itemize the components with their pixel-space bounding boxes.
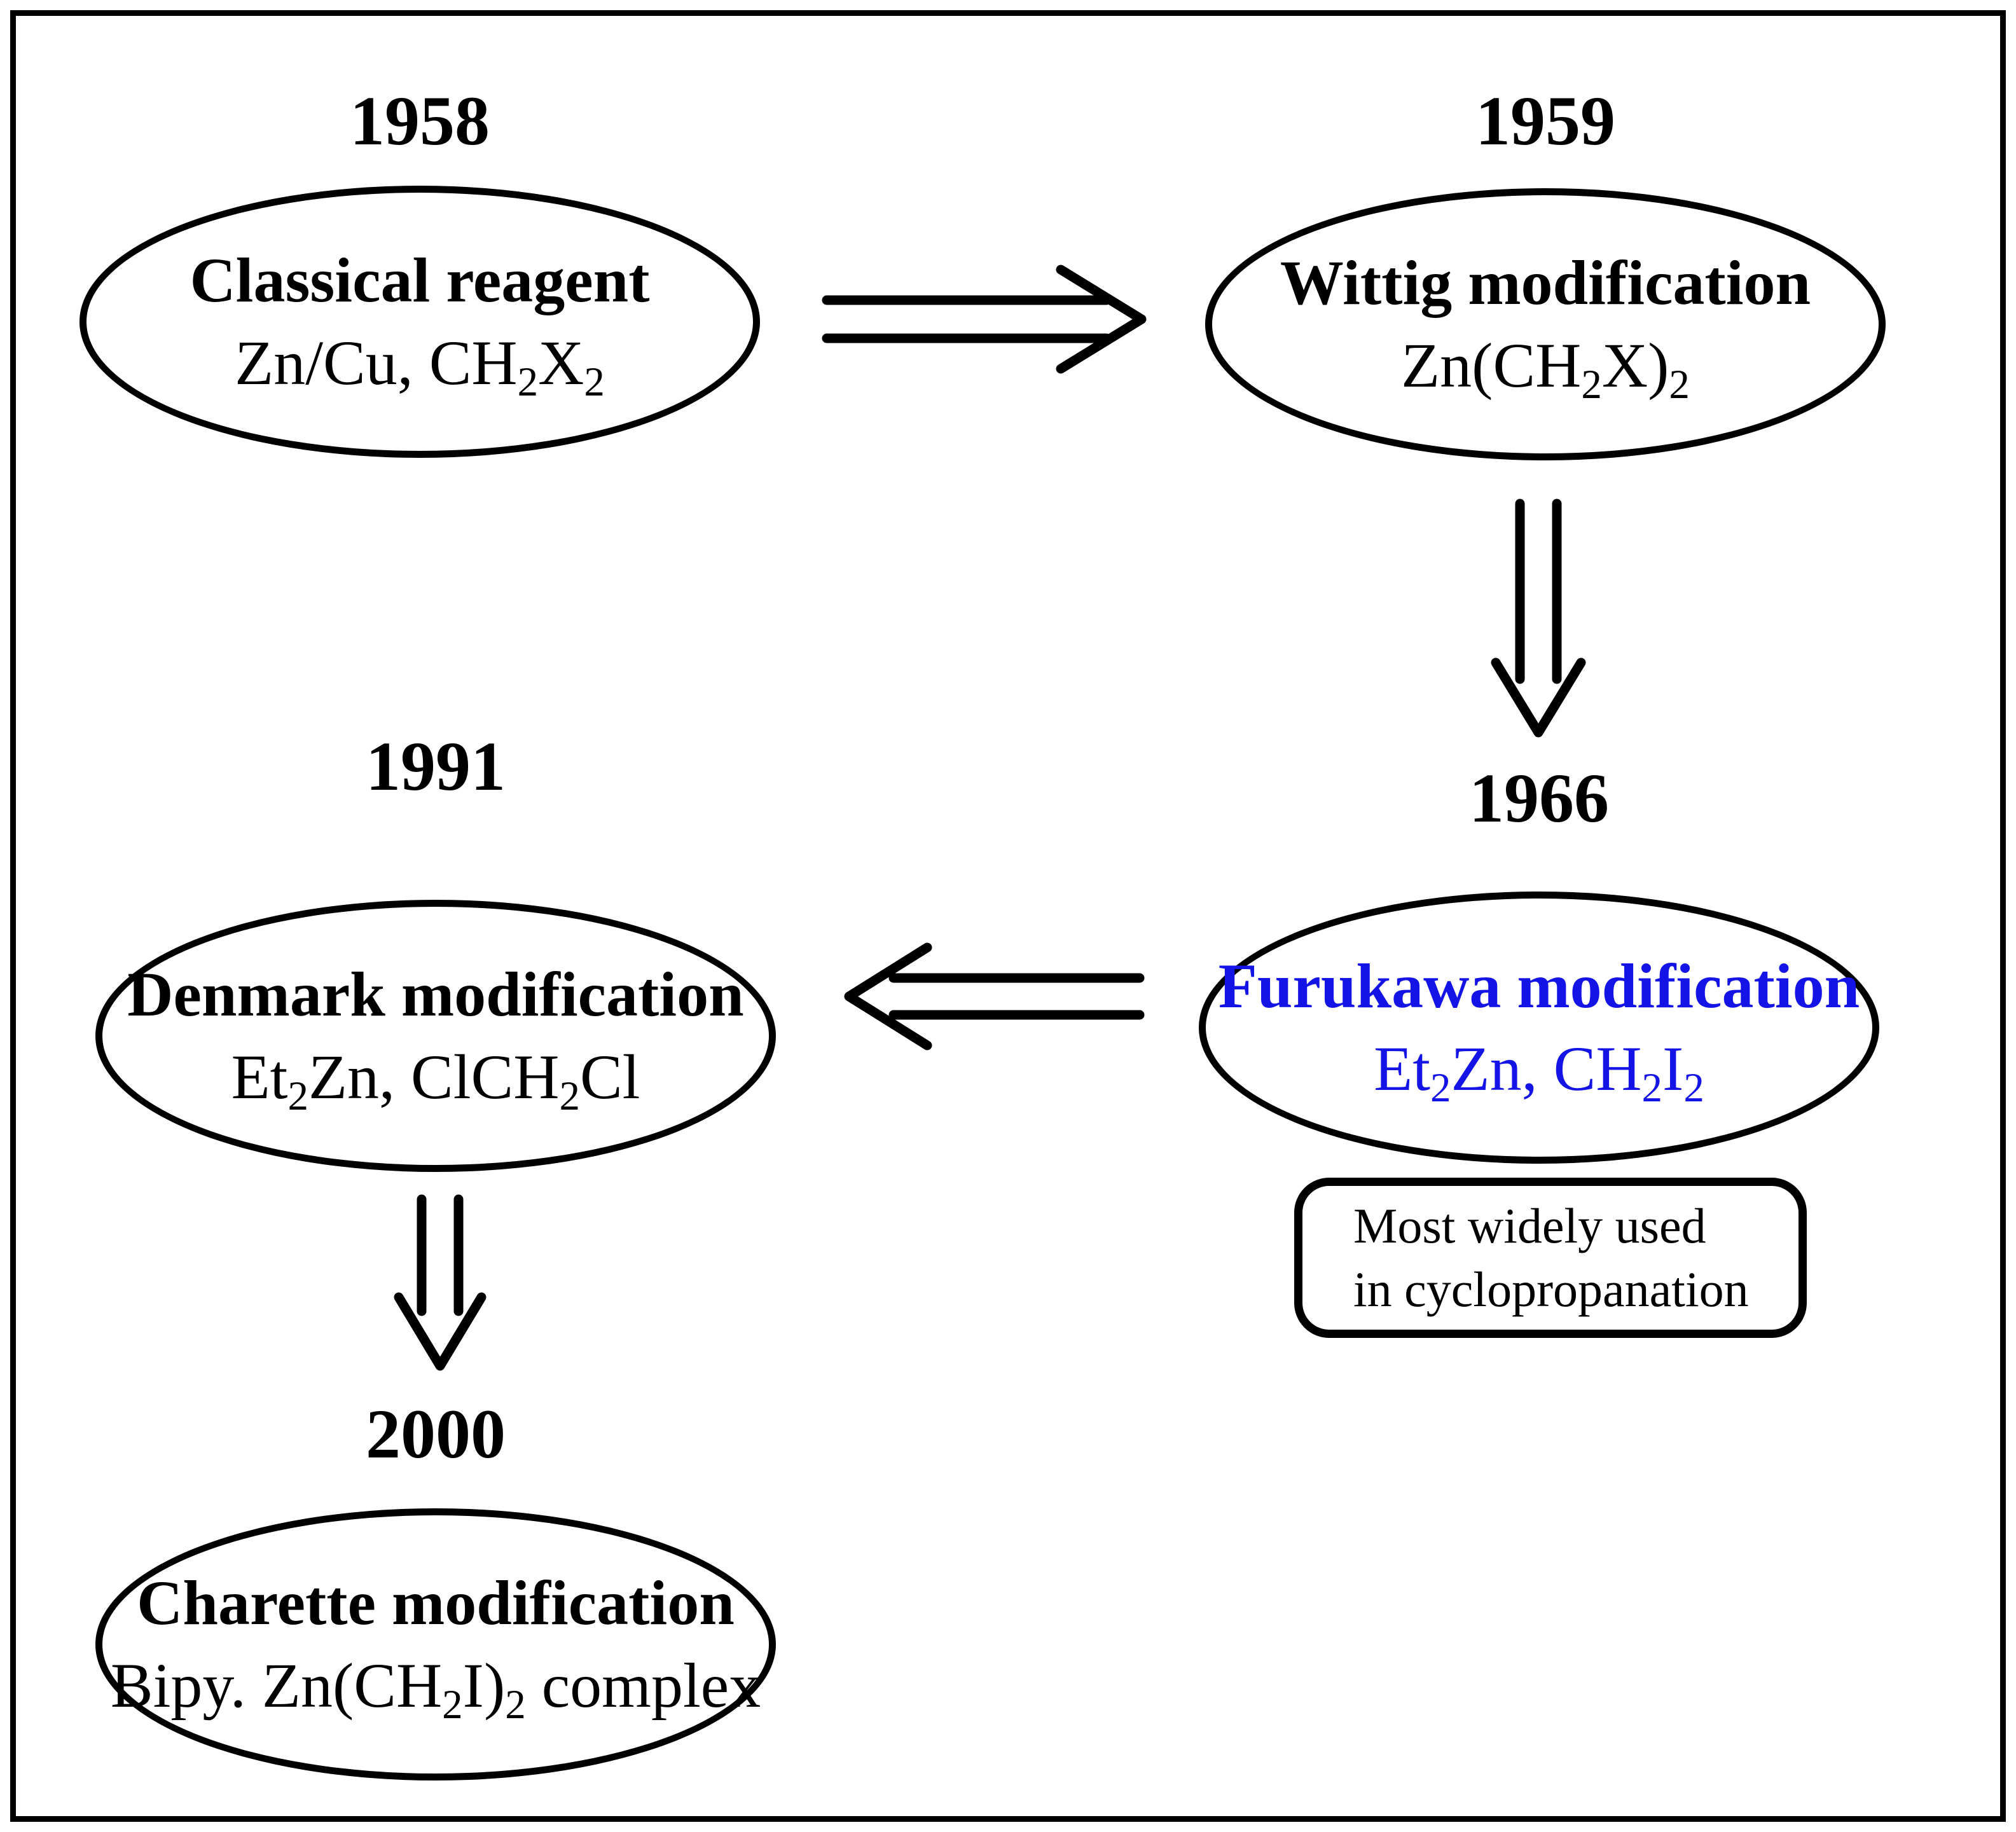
year-label-1966: 1966 [1469, 759, 1609, 837]
note-line-2: in cyclopropanation [1353, 1262, 1749, 1317]
year-label-1959: 1959 [1475, 82, 1615, 160]
node-title: Denmark modification [127, 959, 744, 1030]
year-label-2000: 2000 [366, 1395, 506, 1473]
node-formula: Zn(CH2X)2 [1401, 330, 1690, 408]
node-formula: Et2Zn, ClCH2Cl [231, 1042, 640, 1120]
node-title: Furukawa modification [1218, 951, 1860, 1021]
note-box: Most widely used in cyclopropanation [1294, 1178, 1807, 1338]
node-formula: Zn/Cu, CH2X2 [235, 327, 605, 406]
node-formula: Et2Zn, CH2I2 [1374, 1033, 1704, 1112]
outer-border [10, 10, 2006, 1822]
node-denmark-modification: Denmark modification Et2Zn, ClCH2Cl [95, 900, 776, 1172]
node-title: Charette modification [137, 1567, 735, 1638]
node-charette-modification: Charette modification Bipy. Zn(CH2I)2 co… [95, 1508, 776, 1780]
node-wittig-modification: Wittig modification Zn(CH2X)2 [1205, 188, 1886, 460]
note-line-1: Most widely used [1353, 1198, 1706, 1254]
node-furukawa-modification: Furukawa modification Et2Zn, CH2I2 [1199, 892, 1879, 1164]
year-label-1991: 1991 [366, 727, 506, 805]
node-title: Wittig modification [1280, 247, 1811, 318]
year-label-1958: 1958 [350, 82, 490, 160]
node-classical-reagent: Classical reagent Zn/Cu, CH2X2 [79, 186, 760, 458]
node-title: Classical reagent [190, 245, 650, 315]
node-formula: Bipy. Zn(CH2I)2 complex [110, 1650, 761, 1728]
